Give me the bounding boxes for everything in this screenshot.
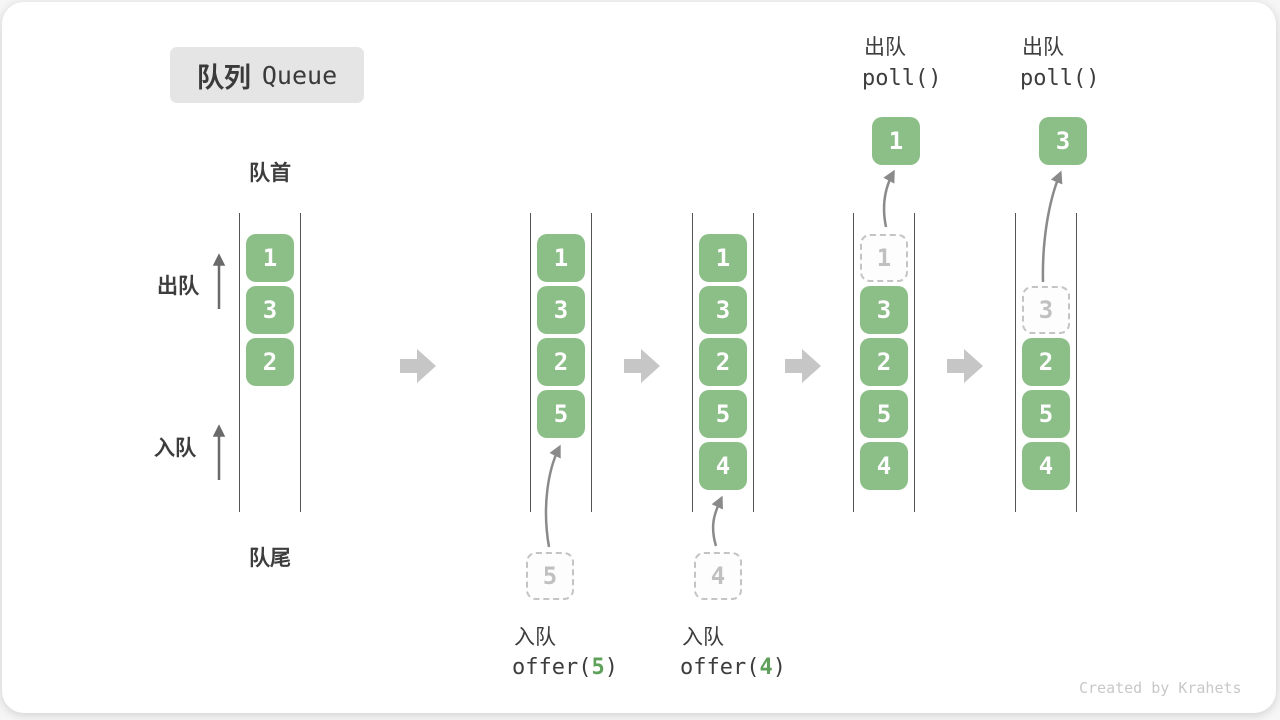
queue-element: 2: [1022, 338, 1070, 386]
polled-element: 3: [1039, 117, 1087, 165]
queue-element: 4: [860, 442, 908, 490]
queue-element: 3: [246, 286, 294, 334]
block-arrow-icon: [785, 349, 821, 383]
code-close: ): [604, 655, 618, 680]
pending-element: 4: [694, 552, 742, 600]
title-en: Queue: [261, 60, 338, 90]
enqueue-code-4: offer(4): [680, 655, 786, 680]
queue-container-1: [239, 213, 301, 512]
queue-element: 3: [860, 286, 908, 334]
removed-element-ghost: 1: [860, 234, 908, 282]
poll-code-2: poll(): [1020, 66, 1100, 91]
poll-code-1: poll(): [862, 66, 942, 91]
poll-label-1: 出队: [864, 36, 906, 59]
queue-element: 5: [860, 390, 908, 438]
polled-element: 1: [872, 117, 920, 165]
title-badge: 队列 Queue: [170, 47, 364, 103]
queue-element: 3: [537, 286, 585, 334]
queue-container-5: [1015, 213, 1077, 512]
label-enqueue-side: 入队: [154, 437, 196, 460]
queue-element: 5: [699, 390, 747, 438]
enqueue-code-5: offer(5): [512, 655, 618, 680]
queue-element: 4: [699, 442, 747, 490]
block-arrow-icon: [400, 349, 436, 383]
code-fn: offer(: [680, 655, 760, 680]
label-queue-rear: 队尾: [249, 547, 291, 570]
queue-element: 2: [860, 338, 908, 386]
label-queue-front: 队首: [249, 162, 291, 185]
queue-element: 5: [1022, 390, 1070, 438]
poll-label-2: 出队: [1022, 36, 1064, 59]
queue-element: 2: [246, 338, 294, 386]
code-fn: offer(: [512, 655, 592, 680]
code-arg: 5: [591, 655, 605, 680]
queue-container-2: [530, 213, 592, 512]
queue-element: 2: [699, 338, 747, 386]
queue-container-3: [692, 213, 754, 512]
block-arrow-icon: [947, 349, 983, 383]
queue-element: 1: [537, 234, 585, 282]
queue-element: 1: [699, 234, 747, 282]
queue-element: 4: [1022, 442, 1070, 490]
enqueue-label-4: 入队: [682, 626, 724, 649]
queue-container-4: [853, 213, 915, 512]
queue-element: 3: [699, 286, 747, 334]
queue-element: 1: [246, 234, 294, 282]
code-close: ): [772, 655, 786, 680]
queue-element: 5: [537, 390, 585, 438]
removed-element-ghost: 3: [1022, 286, 1070, 334]
block-arrow-icon: [624, 349, 660, 383]
queue-element: 2: [537, 338, 585, 386]
pending-element: 5: [526, 552, 574, 600]
watermark-credit: Created by Krahets: [1079, 679, 1242, 697]
enqueue-label-5: 入队: [514, 626, 556, 649]
title-zh: 队列: [196, 62, 251, 93]
code-arg: 4: [759, 655, 773, 680]
label-dequeue-side: 出队: [157, 275, 199, 298]
